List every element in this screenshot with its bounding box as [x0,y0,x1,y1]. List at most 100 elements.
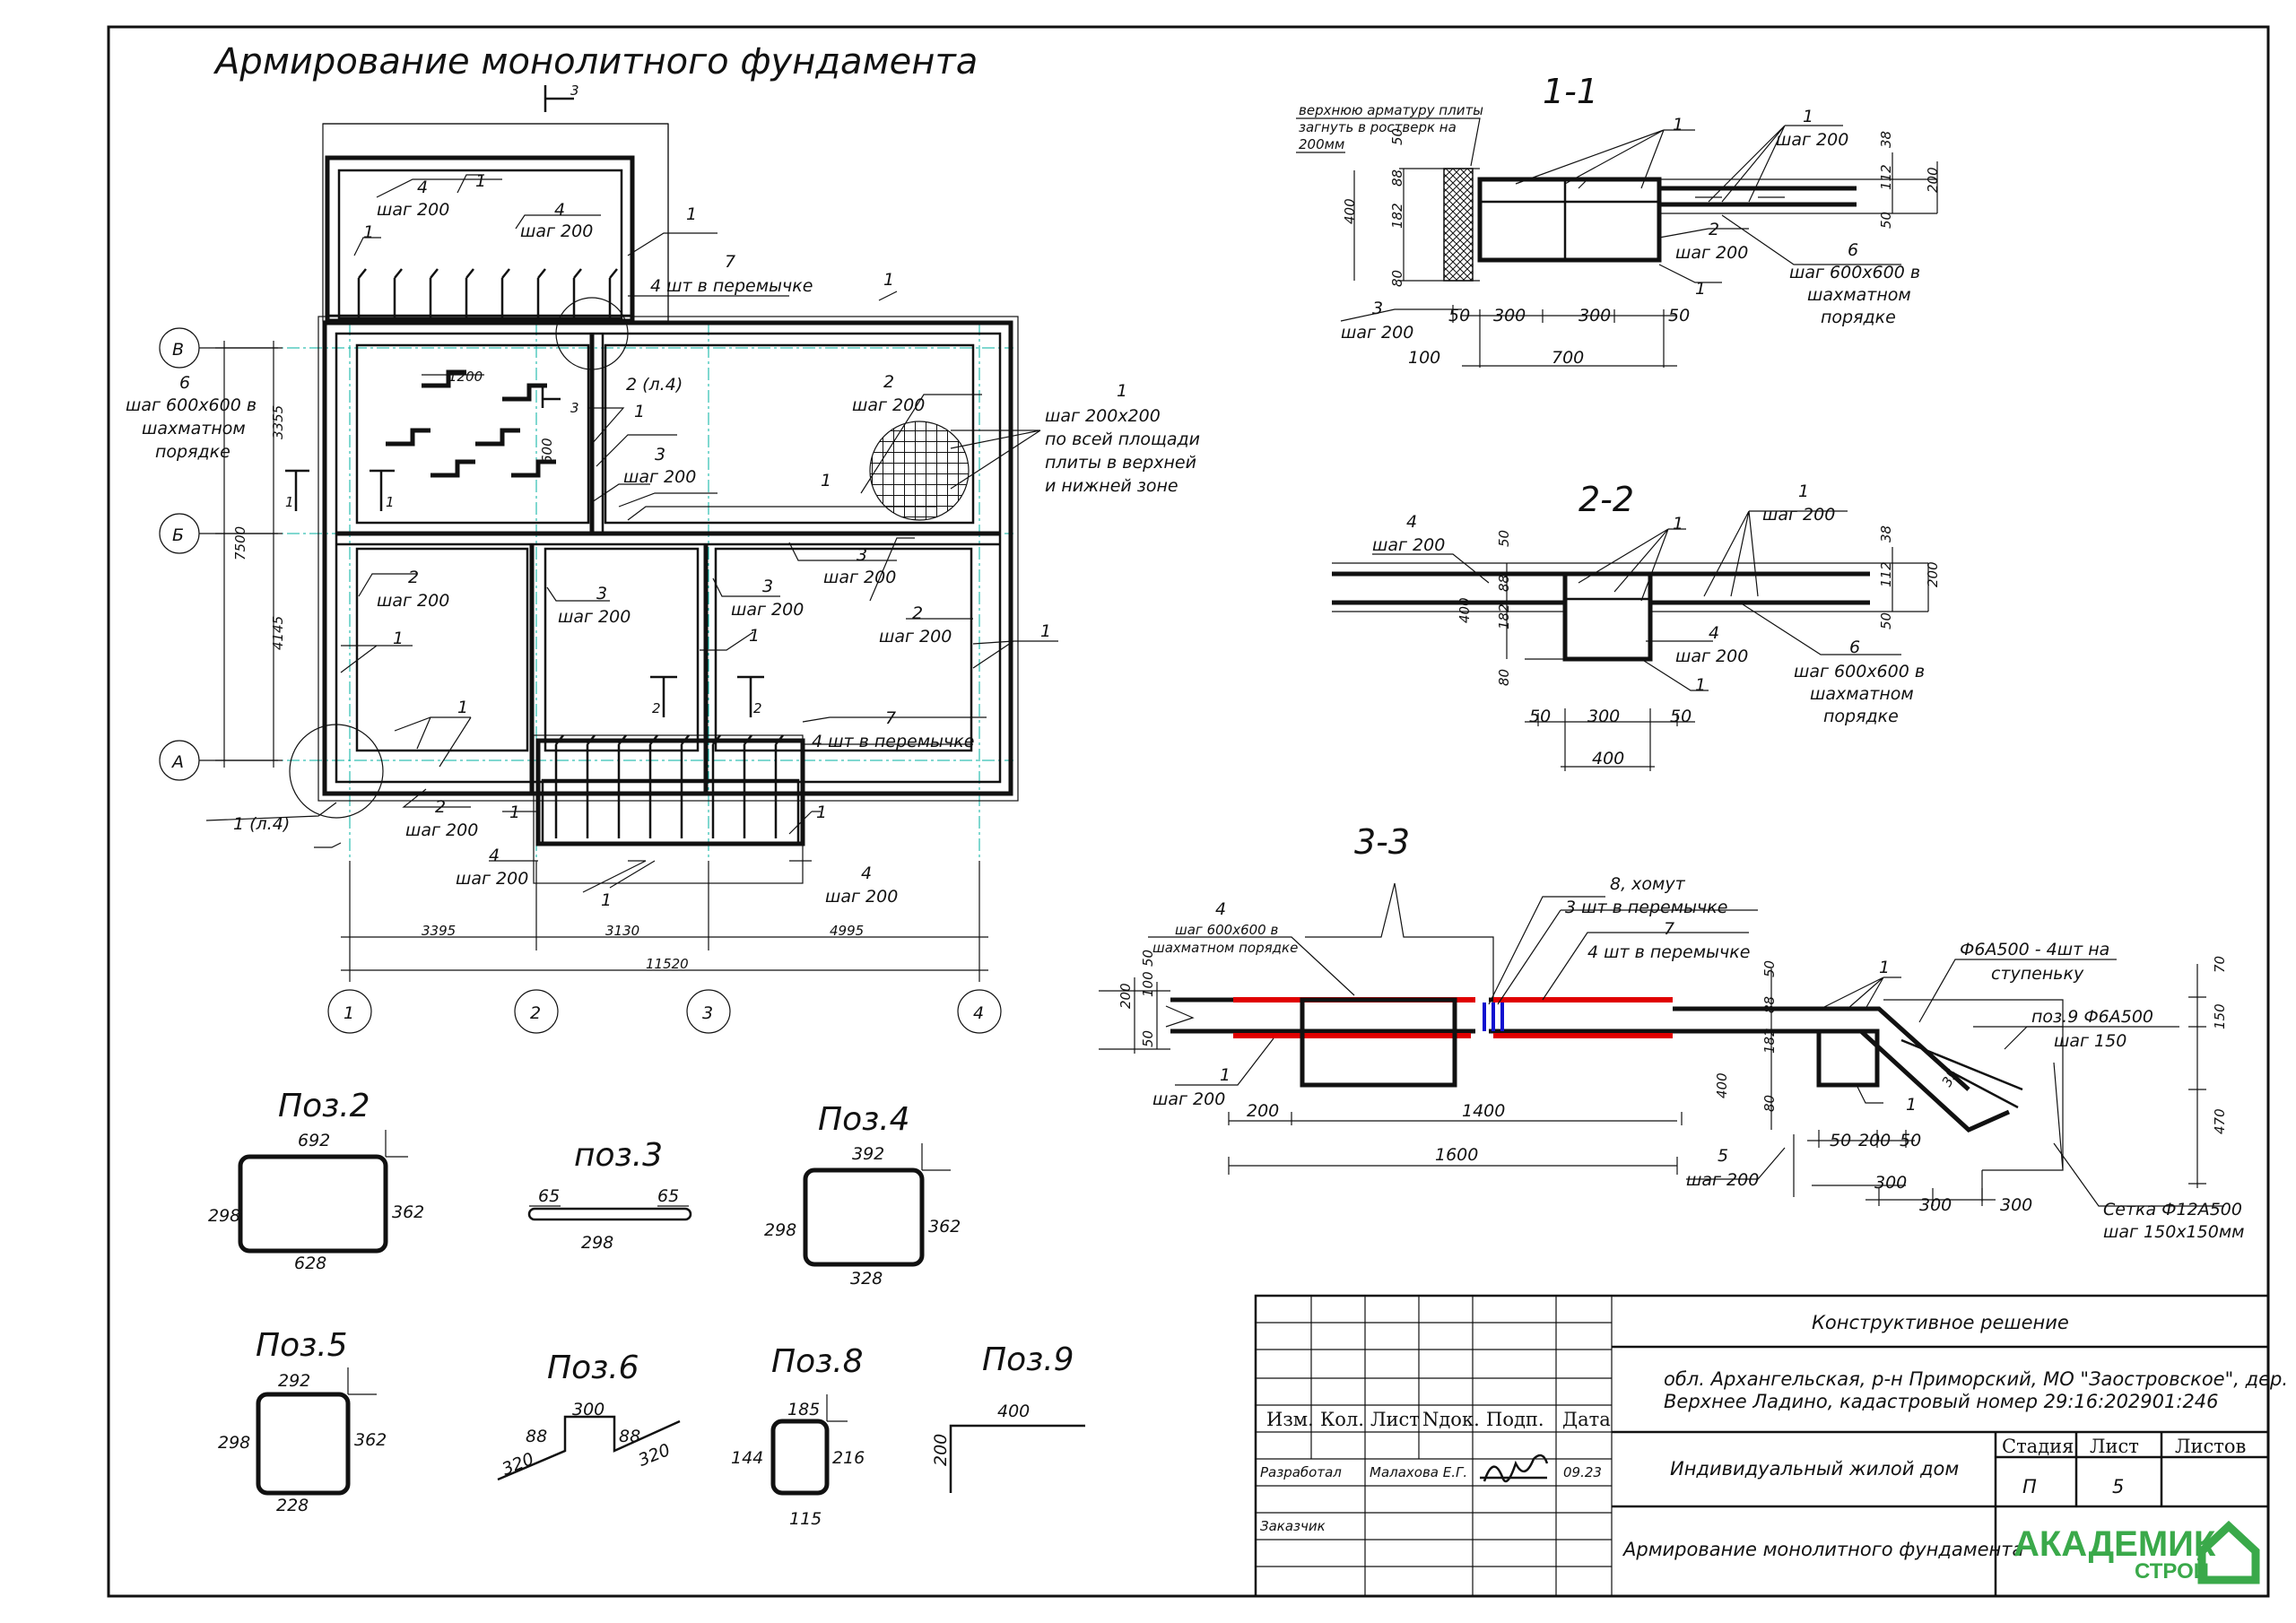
s11-step-1b: шаг 200 [1776,130,1848,150]
s22-label-1a: 1 [1673,514,1683,534]
poz6-l1: 88 [526,1427,547,1446]
porch-top-outline-b [323,123,669,321]
plan-step600: шаг 600х600 в [126,395,257,415]
slab-rebar-inner [335,332,1002,784]
poz2-left: 298 [208,1206,240,1226]
callout-circle-corner [289,724,384,819]
plan-chess2: порядке [155,442,230,462]
s22-dim-200: 200 [1925,561,1941,587]
axis-num-4: 4 [973,1003,984,1023]
s33-step-1b: шаг 200 [1152,1089,1225,1109]
details: Поз.2 692 628 298 362 поз.3 65 65 298 По… [208,1088,1085,1529]
tb-sheet-label: Лист [2090,1436,2139,1457]
plan-step-3d: шаг 200 [731,600,804,620]
cut-3-top-label: 3 [570,82,579,99]
plan-step-3b: шаг 200 [823,568,896,587]
poz5-bottom: 228 [276,1496,309,1515]
callout-circle-top [555,297,629,370]
poz3-title: поз.3 [574,1137,663,1174]
dim-3395: 3395 [422,923,456,939]
tb-customer-label: Заказчик [1260,1518,1326,1534]
plan-step-3a: шаг 200 [623,467,696,487]
cut-marker-2b [737,675,764,717]
s33-label-4: 4 [1215,899,1226,919]
s33-leaders [1148,896,2224,1207]
s22-leaders [1372,510,1901,691]
s11-step-2: шаг 200 [1675,243,1748,263]
s33-dim-150: 150 [2212,1003,2228,1029]
cut-marker-1a [285,469,309,511]
poz9-top: 400 [997,1402,1030,1421]
poz3-a: 65 [538,1186,560,1206]
cut-1a-label: 1 [285,494,294,510]
s33-dim-300b: 300 [1919,1195,1952,1215]
s22-dim-300: 300 [1587,707,1620,726]
plan-label-1l: 1 [816,803,827,822]
slab-rebar-outer [322,320,1013,796]
s22-label-4a: 4 [1406,512,1417,532]
s33-step-beam [1816,1028,1880,1088]
porch-top-outline [322,123,669,322]
s33-break [1305,882,1494,1004]
poz4-shape [803,1167,925,1267]
dim-lines-vertical [215,341,283,768]
s11-note-3: 200мм [1299,136,1344,152]
section-1-1: 1-1 верхнюю арматуру плиты загнуть в рос… [1296,72,1941,368]
s11-slab [1659,186,1857,207]
s11-label-3: 3 [1372,299,1383,318]
plan-label-3c: 3 [596,584,607,603]
s33-dim-200b: 200 [1247,1101,1279,1121]
plan-label-1c: 1 [363,222,374,242]
s11-hatch [1443,168,1474,282]
tb-address-1: обл. Архангельская, р-н Приморский, МО "… [1664,1368,2288,1390]
axis-bubble-2 [514,989,559,1034]
dim-lines-horizontal [341,861,988,982]
s11-label-1c: 1 [1695,279,1706,299]
poz9-shape [949,1424,1085,1493]
tb-cols [1310,1296,1613,1596]
s22-step-1b: шаг 200 [1762,505,1835,525]
mesh-detail [870,421,969,520]
section-2-2-title: 2-2 [1578,480,1634,519]
s22-chess2: порядке [1823,707,1899,726]
porch-bot-rebar-in [541,778,800,845]
axis-num-2: 2 [530,1003,541,1023]
s11-dim-50b: 50 [1878,212,1894,229]
s33-chessline: шахматном порядке [1152,940,1298,956]
tb-sheets-label: Листов [2175,1436,2246,1457]
s33-dim-88: 88 [1761,996,1778,1013]
s11-dim-182: 182 [1389,203,1405,229]
plan-label-2a: 2 [883,372,894,392]
poz5-right: 362 [354,1430,387,1450]
s33-dim-35: 35 [1939,1066,1961,1089]
section-1-1-title: 1-1 [1543,72,1598,111]
s22-label-1b: 1 [1798,482,1809,501]
plan-label-1i: 1 [1040,621,1051,641]
s33-dim-80: 80 [1761,1095,1778,1112]
s11-lines [1399,168,1937,282]
s11-dim-50c: 50 [1448,306,1470,325]
plan-label-2b: 2 [408,568,419,587]
s33-phi2: ступеньку [1991,964,2084,984]
sheet-frame [107,25,2270,1598]
tb-stage-label: Стадия [2002,1436,2074,1457]
logo-sub: СТРОЙ [2135,1558,2209,1584]
poz6-l2: 88 [619,1427,640,1446]
s33-n7: 7 [1664,919,1674,939]
s22-chess1: шахматном [1810,684,1914,704]
tb-h-podp: Подп. [1486,1409,1544,1430]
s33-dim-50b: 50 [1140,1030,1156,1047]
plan-step-4a: шаг 200 [377,200,449,220]
plan-mesh-1: 1 [1117,381,1127,401]
tb-address-2: Верхнее Ладино, кадастровый номер 29:16:… [1664,1391,2219,1412]
s33-dim-50c: 50 [1761,960,1778,977]
s33-label-1b: 1 [1220,1065,1231,1085]
s22-dim-112: 112 [1878,561,1894,587]
poz2-title: Поз.2 [278,1088,370,1124]
poz3-len: 298 [581,1233,613,1253]
axis-label-a: А [170,752,184,772]
s11-dim-38: 38 [1878,131,1894,148]
s11-leaders [1340,125,1901,322]
porch-top-rebar-in [337,169,623,320]
